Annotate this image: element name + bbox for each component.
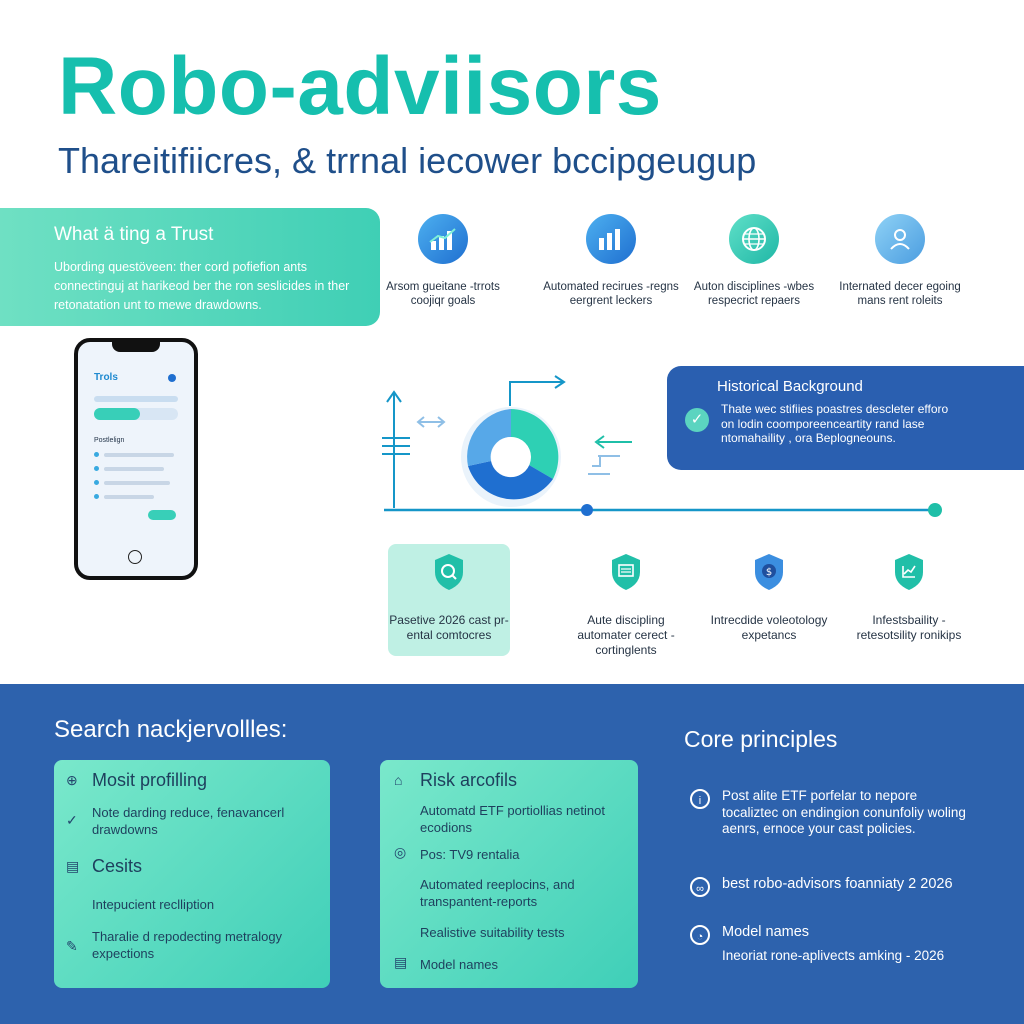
- phone-progress: [94, 408, 178, 420]
- shield-search-icon: [435, 554, 463, 590]
- feature-label: Arsom gueitane -trrots coojiqr goals: [386, 281, 500, 307]
- list-dot-icon: [94, 466, 99, 471]
- list-item: [104, 495, 154, 499]
- globe-icon: [729, 214, 779, 264]
- feature-item: Arsom gueitane -trrots coojiqr goals: [368, 214, 518, 308]
- bottom-panel: Search nackjervollles: ⊕ Mosit profillin…: [0, 684, 1024, 1024]
- card-item-text: Tharalie d repodecting metralogy expecti…: [92, 929, 283, 961]
- globe-icon: ⊕: [66, 772, 78, 788]
- card-item-title: Mosit profilling: [92, 770, 208, 790]
- principle-card: Infestsbaility - retesotsility ronikips: [844, 552, 974, 643]
- phone-action-button[interactable]: [148, 510, 176, 520]
- settings-icon: ◎: [394, 844, 407, 860]
- core-item-text: Post alite ETF porfelar to nepore tocali…: [722, 788, 966, 836]
- card-item-text: Pos: TV9 rentalia: [420, 847, 520, 862]
- feature-item: Internated decer egoing mans rent roleit…: [825, 214, 975, 308]
- phone-bar: [94, 396, 178, 402]
- donut-chart-icon: [461, 407, 561, 507]
- card-item-title: Risk arcofils: [420, 770, 518, 790]
- phone-mockup: Trols Postlelign: [74, 338, 198, 580]
- shield-chart-icon: [895, 554, 923, 590]
- list-dot-icon: [94, 452, 99, 457]
- principle-label: Pasetive 2026 cast pr-ental comtocres: [389, 613, 509, 642]
- shield-dollar-icon: $: [755, 554, 783, 590]
- principle-label: Infestsbaility - retesotsility ronikips: [856, 613, 962, 642]
- bar-chart-icon: [586, 214, 636, 264]
- info-card: ⊕ Mosit profilling ✓ Note darding reduce…: [54, 760, 330, 988]
- list-dot-icon: [94, 480, 99, 485]
- core-item-text: best robo-advisors foanniaty 2 2026: [722, 876, 953, 892]
- principle-card: Pasetive 2026 cast pr-ental comtocres: [384, 552, 514, 643]
- core-item-text: Ineoriat rone-aplivects amking - 2026: [722, 948, 945, 963]
- user-icon: [875, 214, 925, 264]
- document-icon: ▤: [394, 954, 408, 970]
- principle-label: Aute discipling automater cerect - corti…: [577, 613, 675, 657]
- profile-icon: [168, 374, 176, 382]
- list-item: [104, 453, 174, 457]
- card-item-text: Realistive suitability tests: [420, 925, 565, 940]
- feature-label: Internated decer egoing mans rent roleit…: [839, 281, 961, 307]
- trust-banner: What ä ting a Trust Ubording questöveen:…: [0, 208, 380, 326]
- list-item: [104, 481, 170, 485]
- principle-card: Aute discipling automater cerect - corti…: [561, 552, 691, 658]
- feature-label: Automated recirues -regns eergrent lecke…: [543, 281, 679, 307]
- feature-label: Auton disciplines -wbes respecrict repae…: [693, 281, 815, 307]
- info-card: ⌂ Risk arcofils Automatd ETF portiollias…: [380, 760, 638, 988]
- principle-card: $ Intrecdide voleotology expetancs: [704, 552, 834, 643]
- page-subtitle: Thareitifiicres, & trrnal iecower bccipg…: [58, 140, 757, 181]
- card-item-text: Intepucient reclliption: [92, 897, 215, 912]
- bar-chart-icon: [418, 214, 468, 264]
- trust-heading: What ä ting a Trust: [54, 224, 214, 245]
- svg-text:$: $: [766, 567, 772, 578]
- phone-notch: [112, 342, 160, 352]
- timeline-diagram: [382, 375, 942, 517]
- check-icon: ✓: [685, 408, 709, 432]
- link-icon: ∞: [690, 877, 710, 897]
- bottom-heading: Search nackjervollles:: [54, 716, 288, 743]
- info-icon: i: [690, 789, 710, 809]
- shield-doc-icon: [612, 554, 640, 590]
- phone-list-title: Postlelign: [94, 437, 125, 444]
- check-icon: ✓: [66, 812, 78, 828]
- list-item: [104, 467, 164, 471]
- historical-panel: Historical Background ✓ Thate wec stifii…: [667, 366, 1024, 470]
- trust-body: Ubording questöveen: ther cord pofiefion…: [54, 260, 350, 312]
- card-item-text: Note darding reduce, fenavancerl drawdow…: [92, 805, 285, 837]
- home-button[interactable]: [128, 550, 142, 564]
- feature-item: Automated recirues -regns eergrent lecke…: [536, 214, 686, 308]
- feature-item: Auton disciplines -wbes respecrict repae…: [679, 214, 829, 308]
- gauge-icon: ◔: [690, 925, 710, 945]
- card-item-text: Automatd ETF portiollias netinot ecodion…: [420, 803, 605, 835]
- core-principles-title: Core principles: [684, 726, 838, 752]
- document-icon: ▤: [66, 858, 80, 874]
- principle-label: Intrecdide voleotology expetancs: [710, 613, 828, 642]
- list-dot-icon: [94, 494, 99, 499]
- pen-icon: ✎: [66, 938, 78, 954]
- building-icon: ⌂: [394, 772, 403, 788]
- card-item-title: Cesits: [92, 856, 143, 876]
- historical-body: Thate wec stifiies poastres descleter ef…: [721, 402, 949, 445]
- page-title: Robo-adviisors: [58, 41, 662, 132]
- card-item-text: Automated reeplocins, and transpantent-r…: [420, 877, 575, 909]
- historical-heading: Historical Background: [717, 378, 863, 395]
- core-item-text: Model names: [722, 924, 810, 940]
- phone-app-title: Trols: [94, 372, 118, 383]
- card-item-text: Model names: [420, 957, 499, 972]
